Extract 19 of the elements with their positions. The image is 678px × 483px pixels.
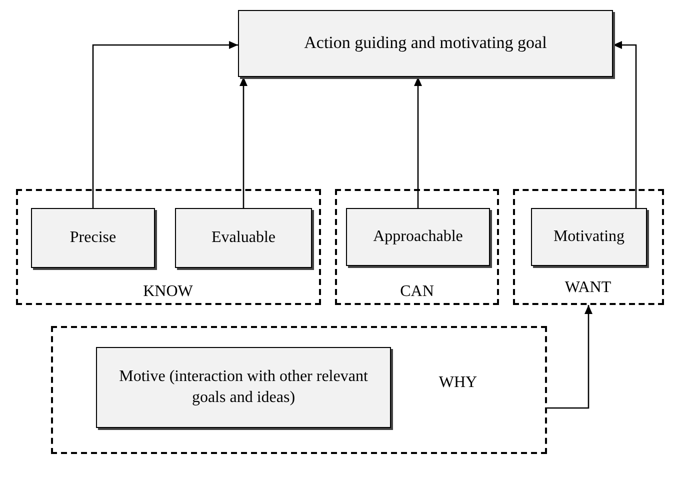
process-box: Approachable	[346, 208, 490, 266]
process-box: Motive (interaction with other relevant goals and ideas)	[96, 347, 391, 428]
dashed-group	[51, 326, 547, 454]
process-box: Motivating	[531, 208, 647, 266]
dashed-group	[16, 189, 321, 305]
arrow	[414, 77, 422, 208]
group-label: KNOW	[142, 283, 194, 301]
arrow	[240, 77, 248, 208]
group-label: CAN	[399, 283, 435, 301]
process-box: Precise	[31, 208, 155, 268]
group-label: WANT	[564, 279, 612, 297]
dashed-group	[335, 189, 499, 305]
group-label: WHY	[438, 374, 478, 392]
arrow	[547, 305, 592, 409]
dashed-group	[513, 189, 664, 305]
arrow	[92, 41, 238, 208]
process-box: Action guiding and motivating goal	[238, 10, 613, 77]
process-box: Evaluable	[175, 208, 312, 268]
arrow	[613, 41, 637, 208]
